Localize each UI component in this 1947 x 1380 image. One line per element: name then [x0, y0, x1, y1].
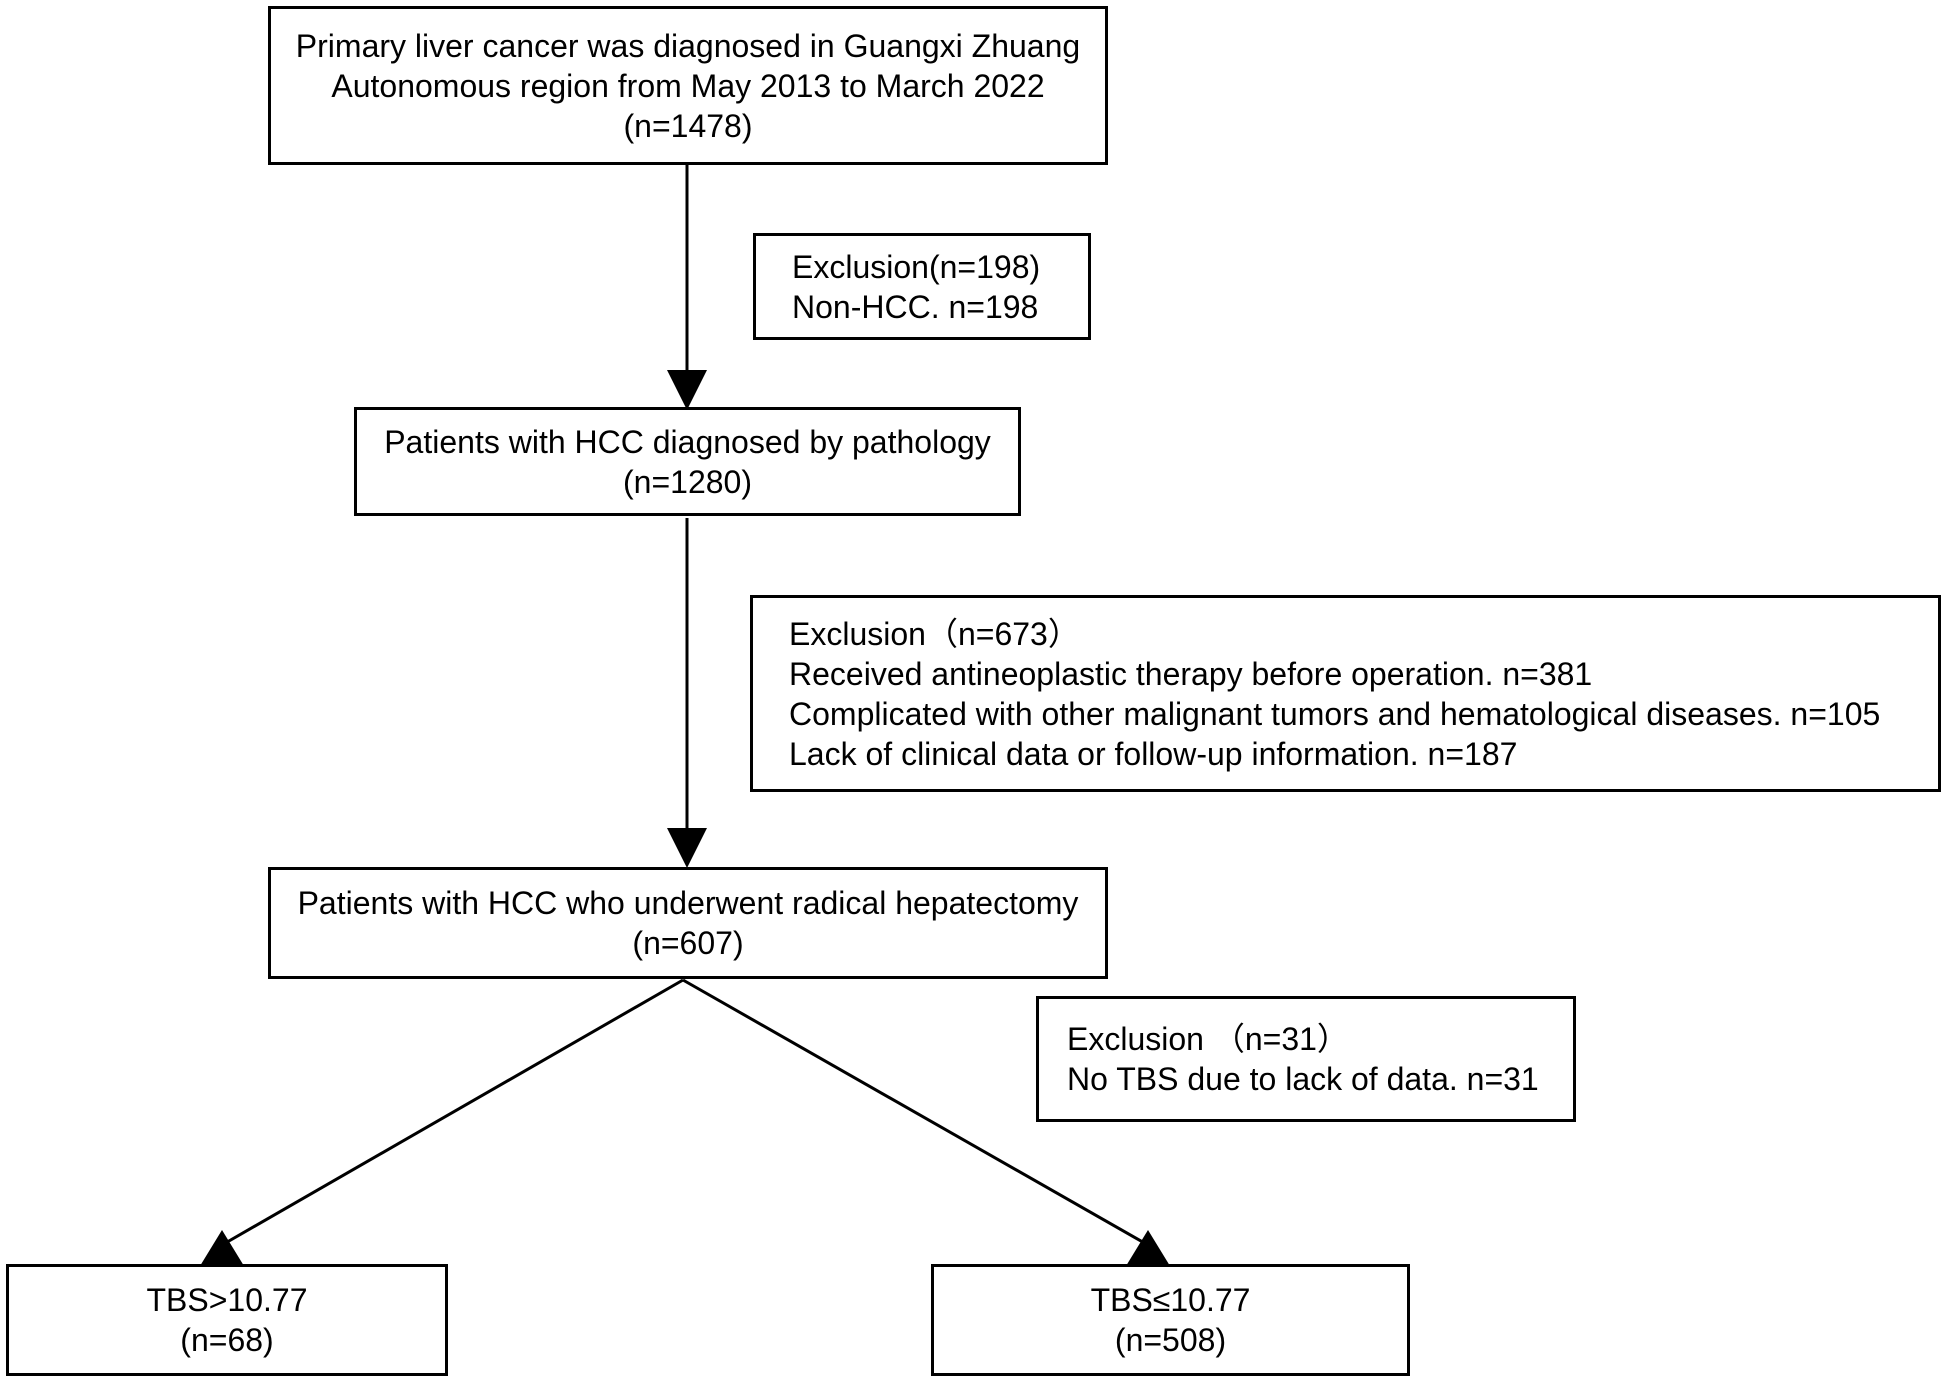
box-pathology-line-1: Patients with HCC diagnosed by pathology [384, 423, 991, 460]
arrow-line-hepatectomy-to-tbs-low [682, 978, 1149, 1247]
box-hepatectomy-line-1: Patients with HCC who underwent radical … [297, 885, 1079, 921]
box-tbs-high: TBS>10.77 (n=68) [6, 1264, 448, 1376]
box-primary-line-1: Primary liver cancer was diagnosed in Gu… [295, 27, 1081, 64]
arrowhead-hepatectomy [667, 828, 707, 868]
box-hepatectomy-line-2: (n=607) [632, 925, 744, 961]
box-pathology-line-2: (n=1280) [623, 463, 752, 500]
box-exclusion2-line-4: Lack of clinical data or follow-up infor… [789, 735, 1518, 772]
box-hcc-pathology: Patients with HCC diagnosed by pathology… [354, 407, 1021, 516]
box-exclusion1-line-1: Exclusion(n=198) [792, 248, 1041, 285]
box-radical-hepatectomy: Patients with HCC who underwent radical … [268, 867, 1108, 979]
arrowhead-tbs-high [200, 1230, 244, 1266]
box-primary-line-2: Autonomous region from May 2013 to March… [331, 67, 1045, 104]
box-tbs-high-line-2: (n=68) [180, 1322, 274, 1358]
box-exclusion-non-hcc: Exclusion(n=198) Non-HCC. n=198 [753, 233, 1091, 340]
box-exclusion1-line-2: Non-HCC. n=198 [792, 288, 1039, 325]
box-primary-liver-cancer: Primary liver cancer was diagnosed in Gu… [268, 6, 1108, 165]
box-primary-line-3: (n=1478) [623, 107, 753, 144]
arrowhead-tbs-low [1126, 1230, 1170, 1266]
box-exclusion2-line-3: Complicated with other malignant tumors … [789, 695, 1881, 732]
box-exclusion-673: Exclusion（n=673） Received antineoplastic… [750, 595, 1941, 792]
box-exclusion2-line-2: Received antineoplastic therapy before o… [789, 655, 1593, 692]
box-tbs-low: TBS≤10.77 (n=508) [931, 1264, 1410, 1376]
box-tbs-high-line-1: TBS>10.77 [146, 1282, 308, 1318]
arrowhead-pathology [667, 370, 707, 410]
box-exclusion2-line-1: Exclusion（n=673） [789, 615, 1080, 652]
box-tbs-low-line-2: (n=508) [1114, 1322, 1227, 1358]
box-exclusion-no-tbs: Exclusion （n=31） No TBS due to lack of d… [1036, 996, 1576, 1122]
box-tbs-low-line-1: TBS≤10.77 [1090, 1282, 1251, 1318]
arrow-line-hepatectomy-to-tbs-high [221, 978, 684, 1247]
box-exclusion3-line-1: Exclusion （n=31） [1067, 1021, 1349, 1057]
box-exclusion3-line-2: No TBS due to lack of data. n=31 [1067, 1061, 1539, 1097]
